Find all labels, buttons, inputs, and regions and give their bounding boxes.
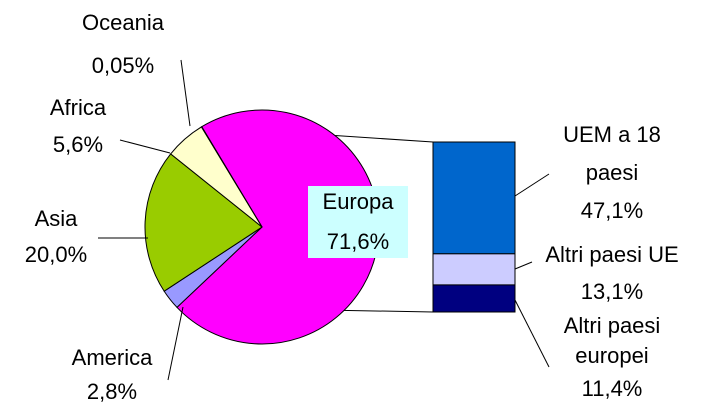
label-name-asia: Asia: [35, 206, 79, 231]
label-altri-paesi-europei-line-3: 11,4%: [582, 376, 643, 401]
label-altri-paesi-europei-line-2: europei: [575, 343, 648, 368]
pie-slice-asia: [144, 153, 263, 292]
breakdown-bar: [432, 141, 516, 313]
label-name-america: America: [72, 345, 153, 370]
label-altri-paesi-ue-line-2: 13,1%: [581, 279, 643, 304]
pie: [144, 109, 380, 345]
label-value-america: 2,8%: [87, 379, 137, 404]
labels: Europa 71,6% America 2,8% Asia 20,0% Africa 5,6…: [25, 10, 679, 404]
label-uem-a-18-paesi-line-2: paesi: [586, 160, 639, 185]
label-name-africa: Africa: [50, 95, 107, 120]
label-uem-a-18-paesi-line-1: UEM a 18: [563, 122, 661, 147]
leader-africa: [119, 139, 171, 154]
leader-altri-paesi-ue: [514, 261, 533, 270]
label-value-oceania: 0,05%: [92, 53, 154, 78]
label-altri-paesi-ue-line-1: Altri paesi UE: [545, 242, 678, 267]
leader-oceania: [180, 59, 191, 127]
label-altri-paesi-europei-line-1: Altri paesi: [564, 313, 661, 338]
label-value-asia: 20,0%: [25, 242, 87, 267]
europa-label-background: [308, 186, 408, 258]
leader-uem-a-18-paesi: [514, 173, 550, 197]
label-name-oceania: Oceania: [82, 10, 165, 35]
leader-lines: [98, 59, 550, 381]
label-value-europa: 71,6%: [327, 229, 389, 254]
bar-segment-altri-paesi-europei: [432, 284, 516, 313]
pie-slice-oceania: [200, 126, 263, 228]
bar-segment-uem-a-18-paesi: [432, 141, 516, 255]
label-name-europa: Europa: [323, 189, 395, 214]
label-value-africa: 5,6%: [53, 132, 103, 157]
bar-segment-altri-paesi-ue: [432, 253, 516, 286]
leader-altri-paesi-europei: [514, 299, 550, 368]
label-uem-a-18-paesi-line-3: 47,1%: [581, 198, 643, 223]
leader-america: [167, 306, 184, 381]
